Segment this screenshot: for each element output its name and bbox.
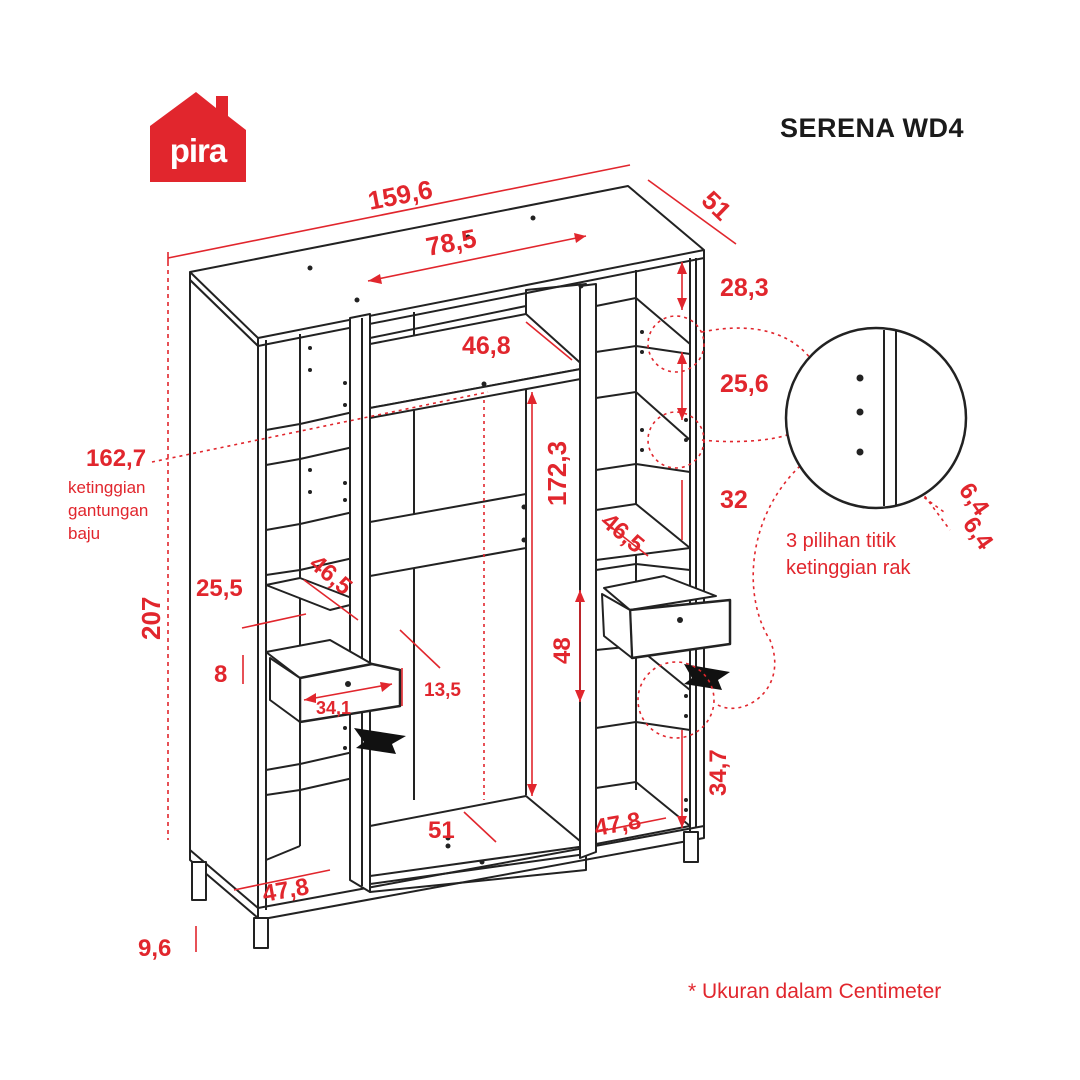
zoom-detail	[784, 326, 968, 510]
dim-top-right-shelf: 28,3	[720, 274, 769, 302]
dim-hanging-height: 172,3	[542, 441, 572, 506]
dim-leg-height: 9,6	[138, 935, 171, 962]
dim-hole-spacing-2: 6,4	[957, 512, 999, 555]
wardrobe-outline	[189, 185, 732, 949]
shelf-note-line-2: ketinggian rak	[786, 557, 911, 579]
model-title: SERENA WD4	[780, 113, 965, 143]
dim-center-bottom-depth: 51	[428, 817, 455, 844]
hanger-height-note: ketinggian gantungan baju	[68, 476, 148, 545]
dim-center-shelf-depth: 46,8	[462, 332, 511, 360]
dim-total-height: 207	[136, 597, 166, 640]
dim-hanger-value: 162,7	[86, 445, 146, 472]
shelf-note-line-1: 3 pilihan titik	[786, 530, 897, 552]
dimension-lines	[151, 164, 951, 952]
dim-left-shelf-width: 25,5	[196, 575, 243, 602]
dim-lower-right-height: 34,7	[705, 749, 732, 796]
dim-drawer-compartment: 48	[549, 637, 576, 664]
shelf-holes	[307, 215, 688, 865]
dim-drawer-height: 8	[214, 661, 227, 688]
dim-drawer-depth: 13,5	[424, 680, 461, 701]
hanger-note-line-2: gantungan	[68, 501, 149, 520]
arrow-markers	[354, 664, 730, 754]
logo-text: pira	[169, 132, 228, 169]
unit-note: * Ukuran dalam Centimeter	[688, 980, 942, 1003]
pira-logo: pira	[150, 86, 246, 182]
dim-shelf-bottom: 32	[720, 486, 748, 514]
dimension-arrowheads	[304, 233, 687, 828]
hanger-note-line-3: baju	[68, 524, 101, 543]
dim-shelf-spacing: 25,6	[720, 370, 769, 398]
house-logo-icon	[150, 92, 246, 182]
dim-drawer-width: 34,1	[316, 698, 351, 718]
dim-total-width: 159,6	[365, 174, 435, 216]
shelf-height-note: 3 pilihan titik ketinggian rak	[786, 528, 911, 582]
hanger-note-line-1: ketinggian	[68, 478, 146, 497]
